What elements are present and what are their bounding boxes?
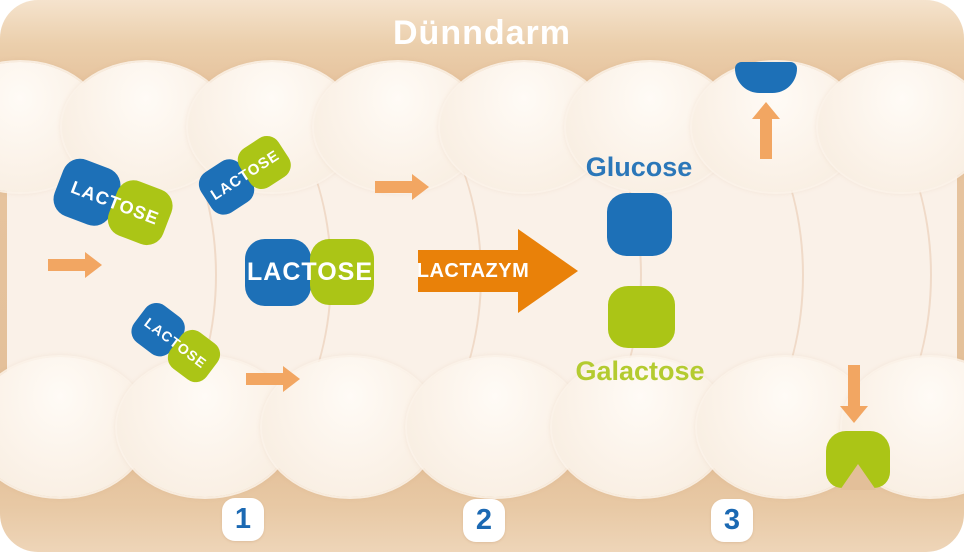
- glucose-molecule: [607, 193, 672, 256]
- enzyme-arrow-body: [418, 250, 520, 292]
- villus-seam: [680, 72, 932, 478]
- step-badge-3: 3: [711, 499, 753, 542]
- enzyme-label: LACTAZYM: [416, 259, 530, 282]
- diagram-title: Dünndarm: [393, 14, 571, 52]
- enzyme-arrow-head: [518, 229, 578, 313]
- galactose-molecule: [608, 286, 675, 348]
- step-number: 1: [234, 503, 252, 535]
- absorb-up-arrow-icon: [752, 102, 780, 160]
- step-number: 2: [475, 504, 493, 536]
- step-number: 3: [723, 504, 741, 536]
- lactose-molecule-large: LACTOSE: [245, 238, 375, 306]
- flow-right-arrow-icon: [48, 252, 102, 278]
- flow-right-arrow-icon: [246, 366, 300, 392]
- villus-bump: [818, 62, 964, 192]
- wall-peak: [840, 464, 876, 490]
- step-badge-1: 1: [222, 498, 264, 541]
- step-badge-2: 2: [463, 499, 505, 542]
- flow-right-arrow-icon: [375, 174, 429, 200]
- glucose-label: Glucose: [585, 152, 693, 182]
- lactose-label: LACTOSE: [247, 257, 373, 286]
- lactazym-enzyme-arrow: LACTAZYM: [416, 229, 578, 313]
- glucose-unit: [245, 238, 311, 306]
- galactose-unit: [310, 239, 374, 305]
- absorb-down-arrow-icon: [840, 365, 868, 423]
- absorbed-glucose-shape: [735, 62, 797, 93]
- galactose-label: Galactose: [575, 356, 705, 386]
